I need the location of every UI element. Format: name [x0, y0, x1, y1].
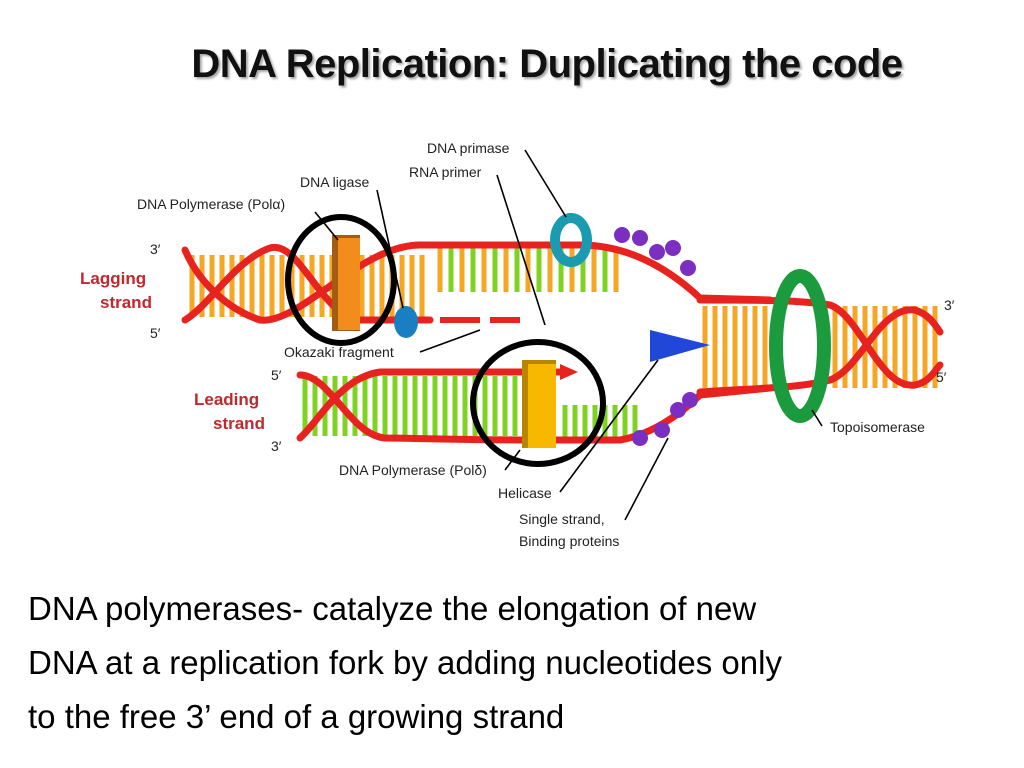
- topoisomerase-icon: [769, 269, 831, 423]
- leader-topoisomerase: [811, 409, 823, 427]
- label-leading-line1: Leading: [194, 390, 259, 409]
- body-line-2: DNA at a replication fork by adding nucl…: [28, 644, 782, 681]
- leader-primase: [524, 149, 567, 218]
- label-dna-primase: DNA primase: [427, 140, 510, 156]
- ssb-protein: [632, 430, 648, 446]
- end-right-top: 3′: [944, 297, 955, 313]
- end-lead-top: 5′: [271, 367, 282, 383]
- label-helicase: Helicase: [498, 485, 552, 501]
- body-line-1: DNA polymerases- catalyze the elongation…: [28, 590, 757, 627]
- slide-title: DNA Replication: Duplicating the code: [191, 42, 903, 86]
- primase-icon: [550, 213, 592, 267]
- ssb-protein: [665, 240, 681, 256]
- ssb-protein: [654, 422, 670, 438]
- label-ssb-line2: Binding proteins: [519, 533, 619, 549]
- leader-ssb: [624, 437, 669, 521]
- ssb-protein: [680, 260, 696, 276]
- ssb-protein: [670, 402, 686, 418]
- leading-new-backbone: [296, 368, 564, 442]
- leader-helicase: [559, 359, 659, 493]
- helicase-icon: [650, 330, 710, 362]
- leader-okazaki: [419, 329, 481, 353]
- leader-lines: [314, 149, 823, 521]
- label-lagging-line2: strand: [100, 293, 152, 312]
- dna-replication-diagram: DNA primase RNA primer DNA ligase DNA Po…: [80, 140, 955, 549]
- polymerase-delta: [528, 364, 556, 448]
- enzymes: [332, 213, 831, 448]
- ssb-protein: [649, 244, 665, 260]
- end-right-bottom: 5′: [936, 369, 947, 385]
- end-lead-bottom: 3′: [271, 438, 282, 454]
- single-strand-binding-proteins: [614, 227, 698, 446]
- label-pol-alpha: DNA Polymerase (Polα): [137, 196, 285, 212]
- label-leading-line2: strand: [213, 414, 265, 433]
- label-ssb-line1: Single strand,: [519, 511, 605, 527]
- parental-backbone-top: [696, 296, 944, 389]
- ligase-icon: [394, 306, 418, 338]
- label-okazaki: Okazaki fragment: [284, 344, 394, 360]
- leader-pol-delta: [504, 449, 521, 471]
- leader-pol-alpha: [314, 211, 339, 241]
- label-rna-primer: RNA primer: [409, 164, 482, 180]
- label-topoisomerase: Topoisomerase: [830, 419, 925, 435]
- ssb-protein: [632, 230, 648, 246]
- highlight-ring-polymerase-alpha: [285, 214, 397, 346]
- end-lag-top: 3′: [150, 241, 161, 257]
- body-line-3: to the free 3’ end of a growing strand: [28, 698, 565, 735]
- label-pol-delta: DNA Polymerase (Polδ): [339, 462, 487, 478]
- highlight-ring-polymerase-delta: [470, 339, 606, 467]
- leader-rna-primer: [496, 174, 546, 326]
- ssb-protein: [682, 392, 698, 408]
- leader-ligase: [376, 189, 404, 309]
- parental-backbone-bottom: [696, 306, 944, 396]
- label-dna-ligase: DNA ligase: [300, 174, 369, 190]
- polymerase-alpha: [338, 238, 360, 330]
- label-lagging-line1: Lagging: [80, 269, 146, 288]
- slide-body-text: DNA polymerases- catalyze the elongation…: [28, 582, 1008, 744]
- end-lag-bottom: 5′: [150, 325, 161, 341]
- ssb-protein: [614, 227, 630, 243]
- leading-strand-arrowhead: [560, 364, 578, 380]
